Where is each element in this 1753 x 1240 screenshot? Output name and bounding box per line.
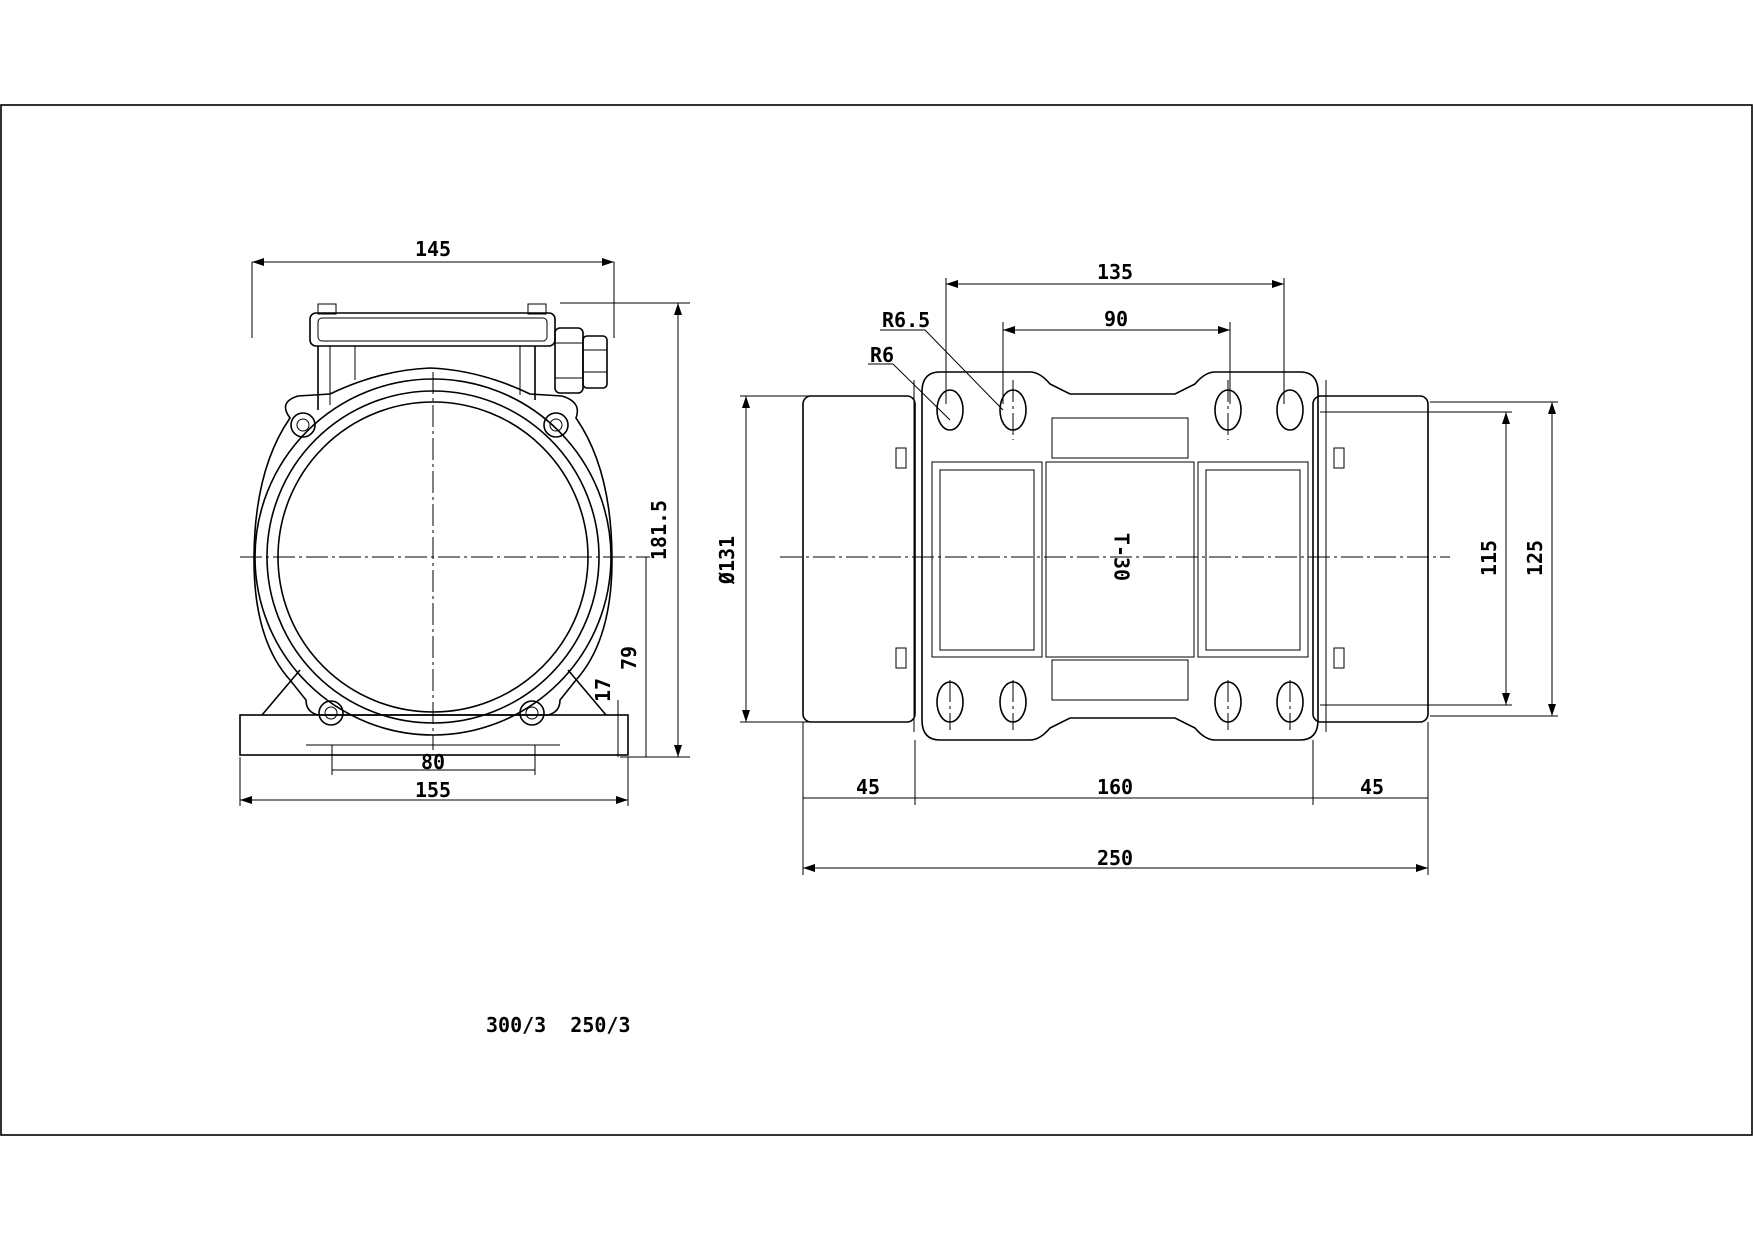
sheet-border: [0, 104, 1753, 1136]
dim-top-width-outer: 125: [1523, 540, 1547, 576]
dim-front-top-width: 145: [415, 237, 451, 261]
dim-front-hole-spacing: 80: [421, 750, 445, 774]
dim-top-inner-slot: 90: [1104, 307, 1128, 331]
motor-body: [921, 371, 1319, 741]
dimensions: 145 181.5 79 17 80 155 135 90 R6.5 R6 Ø1…: [239, 237, 1558, 875]
variants-note: 300/3 250/3: [486, 1013, 631, 1037]
dim-top-radius-outer: R6.5: [882, 308, 930, 332]
cover-bolts: [290, 412, 569, 726]
terminal-box-cover: [309, 312, 556, 347]
dim-front-height: 181.5: [647, 500, 671, 560]
dim-top-outer-slot: 135: [1097, 260, 1133, 284]
right-shaft-cap: [1312, 395, 1429, 723]
model-label: T-30: [1110, 533, 1134, 581]
dim-front-base-thickness: 17: [591, 678, 615, 702]
dim-top-diameter: Ø131: [715, 536, 739, 585]
top-view: T-30: [780, 371, 1450, 741]
dim-top-radius-inner: R6: [870, 343, 894, 367]
dim-top-overall-length: 250: [1097, 846, 1133, 870]
mounting-base: [239, 714, 629, 756]
dim-top-width-inner: 115: [1477, 540, 1501, 576]
left-shaft-cap: [802, 395, 916, 723]
dim-top-body-length: 160: [1097, 775, 1133, 799]
dim-top-right-shaft: 45: [1360, 775, 1384, 799]
front-view: [239, 303, 650, 756]
dim-front-base-width: 155: [415, 778, 451, 802]
dim-top-left-shaft: 45: [856, 775, 880, 799]
cable-gland: [554, 327, 608, 394]
dim-front-axis-height: 79: [617, 646, 641, 670]
housing-outline: [253, 367, 613, 716]
